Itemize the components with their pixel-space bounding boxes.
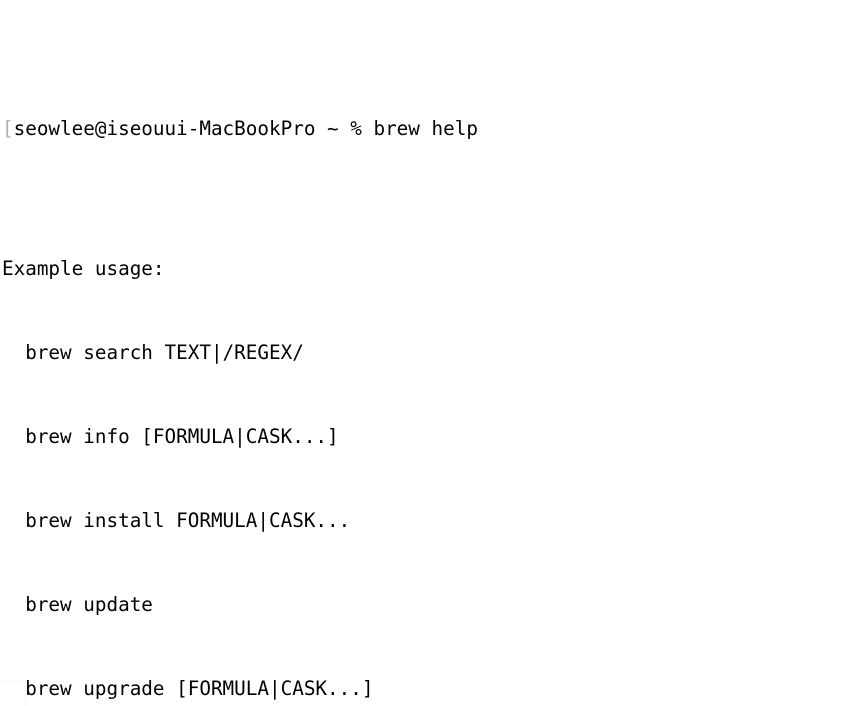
command-prompt-line: [seowlee@iseouui-MacBookPro ~ % brew hel… [2, 115, 858, 143]
output-line: Example usage: [2, 257, 165, 280]
prompt-text: seowlee@iseouui-MacBookPro ~ % [13, 117, 374, 140]
entered-command: brew help [373, 117, 478, 140]
output-line: brew info [FORMULA|CASK...] [2, 425, 339, 448]
output-line: brew update [2, 593, 153, 616]
last-login-bracket: [ [2, 117, 14, 140]
output-line: brew install FORMULA|CASK... [2, 509, 351, 532]
output-line: brew search TEXT|/REGEX/ [2, 341, 304, 364]
output-line: brew upgrade [FORMULA|CASK...] [2, 677, 374, 700]
